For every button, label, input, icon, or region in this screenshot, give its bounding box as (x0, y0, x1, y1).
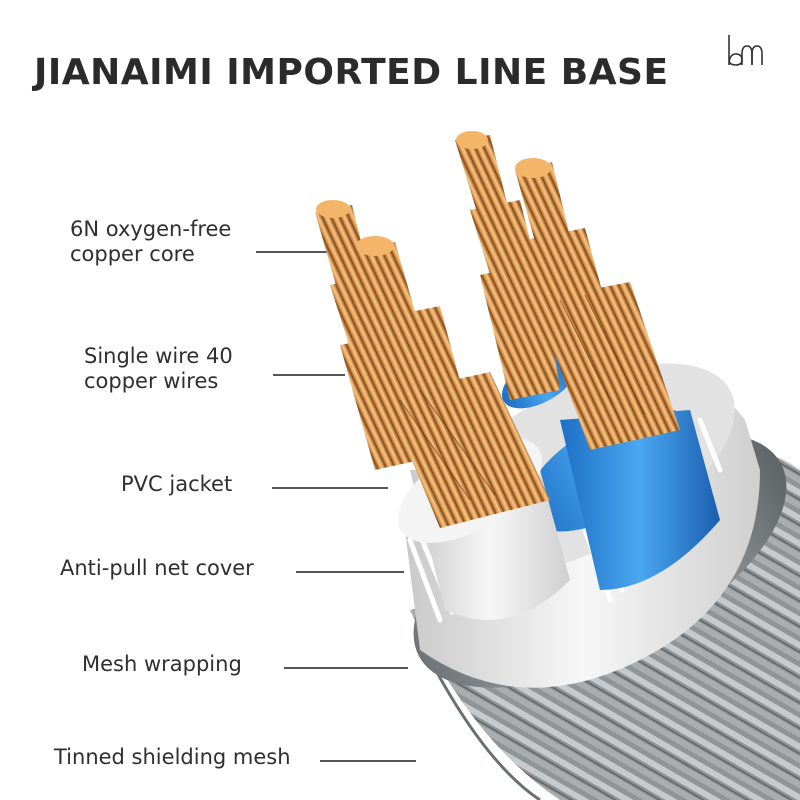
leader-tinned-shielding (320, 760, 416, 762)
leader-copper-core (256, 251, 328, 253)
label-anti-pull: Anti-pull net cover (60, 556, 254, 580)
leader-mesh-wrapping (284, 667, 408, 669)
label-single-wire-line1: Single wire 40 (84, 344, 233, 368)
leader-pvc-jacket (272, 487, 388, 489)
label-copper-core-line1: 6N oxygen-free (70, 217, 232, 241)
label-copper-core: 6N oxygen-free copper core (70, 217, 231, 267)
label-pvc-jacket: PVC jacket (121, 472, 233, 496)
leader-anti-pull (296, 571, 404, 573)
leader-single-wire (273, 374, 345, 376)
label-tinned-shielding: Tinned shielding mesh (54, 745, 291, 769)
label-copper-core-line2: copper core (70, 242, 195, 266)
bm-logo-icon (728, 35, 763, 66)
page-title: JIANAIMI IMPORTED LINE BASE (34, 52, 669, 93)
label-single-wire-line2: copper wires (84, 369, 219, 393)
label-single-wire: Single wire 40 copper wires (84, 344, 233, 394)
label-mesh-wrapping: Mesh wrapping (82, 652, 242, 676)
